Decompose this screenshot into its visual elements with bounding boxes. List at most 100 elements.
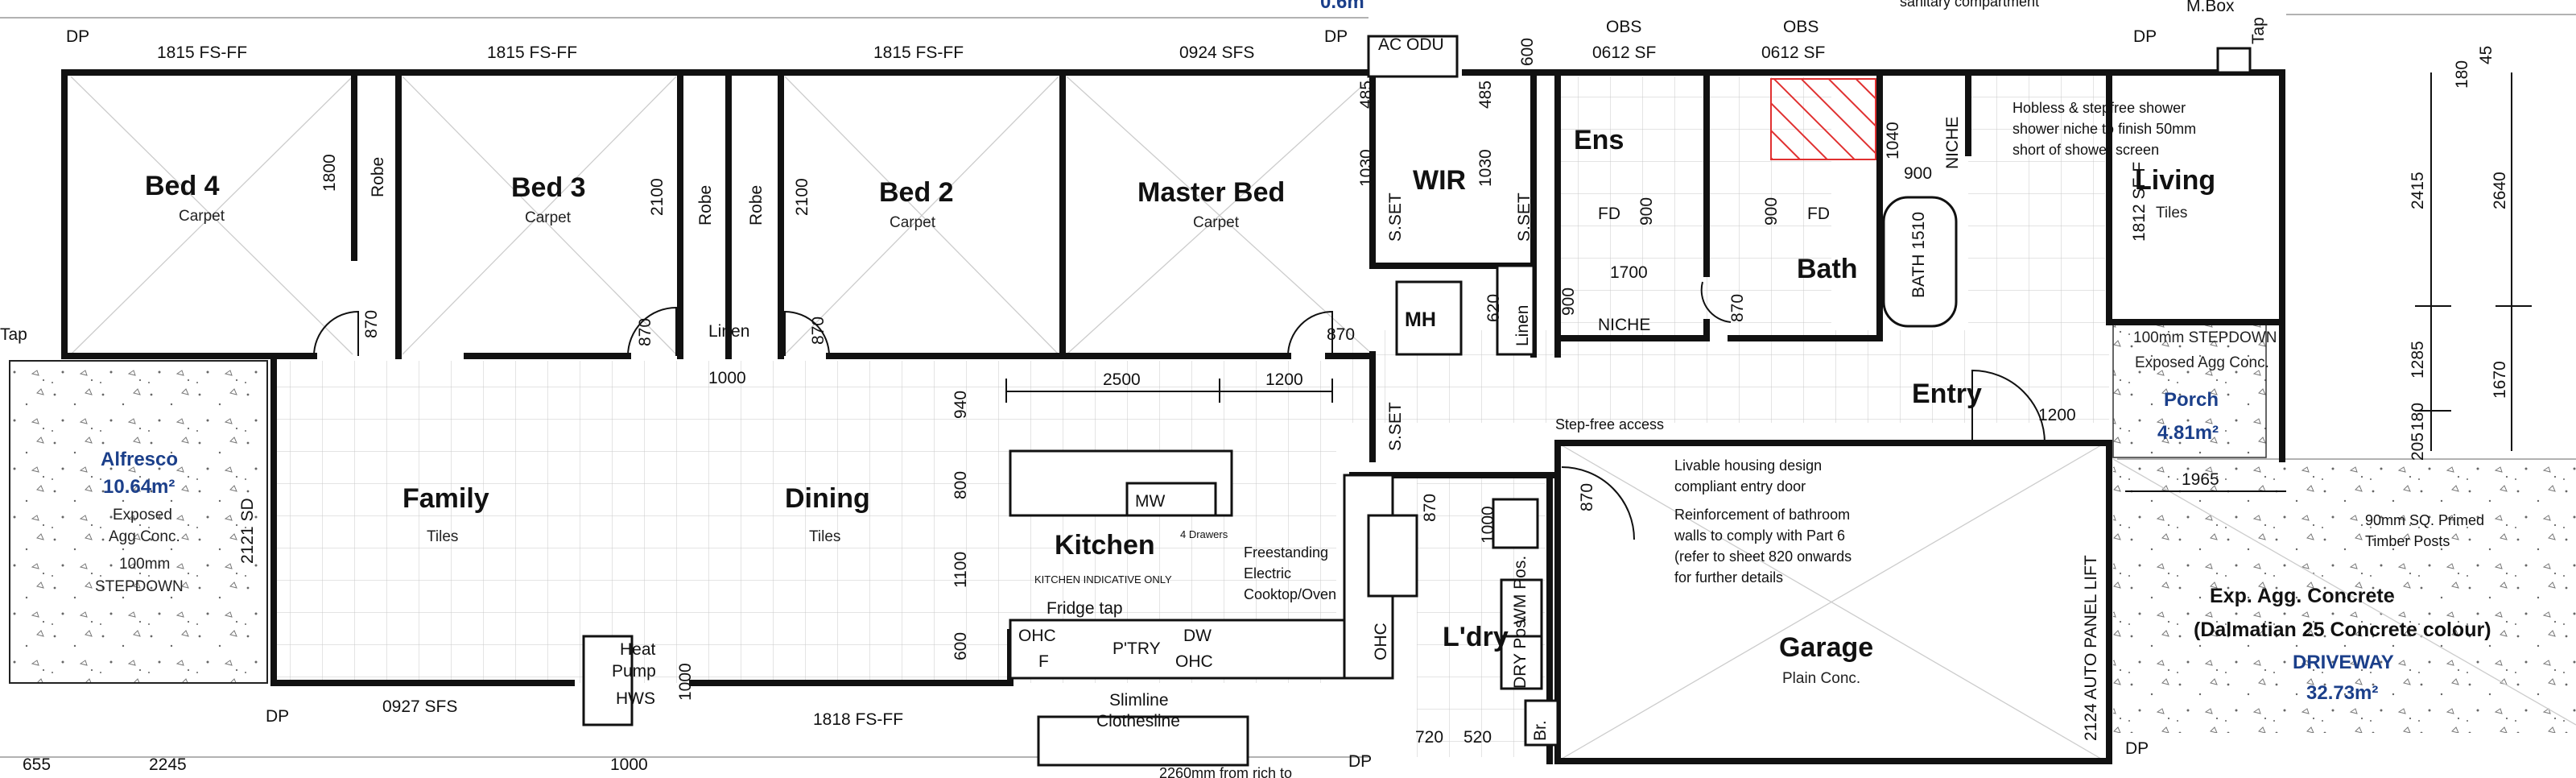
window-obs2-b: 0612 SF <box>1761 43 1825 62</box>
dim-720: 720 <box>1415 728 1443 747</box>
porch-name: Porch <box>2164 389 2219 411</box>
dim-robe1: 1800 <box>320 154 339 192</box>
alfresco-note2: Agg Conc. <box>109 528 180 545</box>
dim-robe2: 2100 <box>648 178 667 216</box>
room-kitchen-name: Kitchen <box>1055 530 1155 561</box>
shower-hatch <box>1770 78 1876 160</box>
robe-bed3: Robe <box>696 185 715 226</box>
dim-1030b: 1030 <box>1476 149 1495 187</box>
driveway-slab <box>2113 459 2576 733</box>
niche-bath: NICHE <box>1943 117 1962 169</box>
room-bed4-name: Bed 4 <box>145 171 220 201</box>
driveway-line1: Exp. Agg. Concrete <box>2210 585 2395 607</box>
cooktop-1: Freestanding <box>1244 544 1328 561</box>
room-ens-name: Ens <box>1574 125 1624 155</box>
linen-hall: Linen <box>708 322 749 341</box>
window-master: 0924 SFS <box>1179 43 1254 62</box>
note-side-bottom: 2260mm from rich to <box>1159 765 1292 778</box>
alfresco-note1: Exposed <box>113 507 172 523</box>
driveway-name: DRIVEWAY <box>2293 652 2394 673</box>
dp-marker-6: DP <box>1348 752 1372 771</box>
sset-wir: S.SET <box>1515 192 1534 242</box>
tap-right: Tap <box>2249 17 2268 44</box>
dim-900a: 900 <box>1637 197 1656 226</box>
dim-1030a: 1030 <box>1357 149 1376 187</box>
clothesline-2: Clothesline <box>1096 712 1180 730</box>
fridge-f: F <box>1038 652 1049 671</box>
manhole: MH <box>1405 308 1436 331</box>
sset-master: S.SET <box>1386 192 1405 242</box>
room-dining-finish: Tiles <box>809 528 840 545</box>
dim-right-1285: 1285 <box>2409 341 2427 379</box>
robe-bed2: Robe <box>747 185 766 226</box>
kitchen-indicative-note: KITCHEN INDICATIVE ONLY <box>1034 573 1172 586</box>
note-reinforce-3: (refer to sheet 820 onwards <box>1674 548 1852 565</box>
room-ldry-name: L'dry <box>1443 622 1509 652</box>
window-alfresco: 2121 SD <box>238 498 257 564</box>
room-living-finish: Tiles <box>2156 205 2187 221</box>
dim-485a: 485 <box>1357 81 1376 109</box>
note-livable-2: compliant entry door <box>1674 478 1806 495</box>
note-sanitary: sanitary compartment <box>1900 0 2039 10</box>
dim-right-45: 45 <box>2477 46 2496 64</box>
dim-1100: 1100 <box>952 552 970 588</box>
linen-wir: Linen <box>1513 305 1532 346</box>
room-garage-finish: Plain Conc. <box>1782 670 1860 687</box>
dp-marker-4: DP <box>266 707 289 726</box>
dim-right-1670: 1670 <box>2491 361 2509 399</box>
room-master-finish: Carpet <box>1193 214 1240 231</box>
dim-2500: 2500 <box>1103 370 1141 389</box>
dim-right-180a: 180 <box>2453 60 2471 89</box>
alfresco-note4: STEPDOWN <box>95 578 184 595</box>
dp-marker-1: DP <box>66 27 89 46</box>
dim-1000a: 1000 <box>708 369 746 387</box>
tap-left: Tap <box>0 325 27 344</box>
note-posts-2: Timber Posts <box>2365 533 2450 549</box>
note-shower-1: Hobless & stepfree shower <box>2013 100 2186 116</box>
kitchen-benches <box>582 35 2252 767</box>
window-living-side: 1812 SF-F <box>2130 162 2149 242</box>
ohc-1: OHC <box>1018 627 1056 645</box>
dim-1000b: 1000 <box>1479 506 1497 544</box>
dim-900b: 900 <box>1762 197 1781 226</box>
alfresco-slab <box>9 360 268 684</box>
dim-1200a: 1200 <box>1265 370 1303 389</box>
robe-bed4: Robe <box>369 157 387 197</box>
dim-1965: 1965 <box>2182 470 2219 489</box>
cooktop-3: Cooktop/Oven <box>1244 586 1336 602</box>
dim-bottom-2245: 2245 <box>149 755 187 774</box>
dim-right-2640: 2640 <box>2491 172 2509 209</box>
dp-marker-3: DP <box>2133 27 2157 46</box>
porch-slab <box>2112 321 2267 458</box>
dim-940: 940 <box>952 391 970 419</box>
alfresco-area: 10.64m² <box>103 476 175 498</box>
room-entry-name: Entry <box>1912 379 1982 409</box>
window-obs1-a: OBS <box>1606 18 1641 36</box>
dim-door-garage: 870 <box>1578 483 1596 511</box>
dim-lines <box>1005 72 2532 492</box>
garage-door: 2124 AUTO PANEL LIFT <box>2082 555 2100 741</box>
window-obs2-a: OBS <box>1783 18 1818 36</box>
heat-pump-2: Pump <box>612 662 656 681</box>
heat-pump-1: Heat <box>620 640 656 659</box>
dim-right-2415: 2415 <box>2409 172 2427 209</box>
note-livable-1: Livable housing design <box>1674 457 1822 474</box>
dim-right-180b: 180 <box>2409 403 2427 431</box>
floor-drain-1: FD <box>1598 205 1620 223</box>
porch-note-stepdown: 100mm STEPDOWN <box>2133 329 2277 346</box>
dim-door-bed3: 870 <box>636 318 654 346</box>
door-swings <box>313 281 2046 540</box>
alfresco-name: Alfresco <box>101 449 178 470</box>
ac-odu: AC ODU <box>1378 35 1444 54</box>
dim-door-bed4: 870 <box>362 310 381 338</box>
room-bed3-name: Bed 3 <box>511 172 586 203</box>
dim-bath-1510: BATH 1510 <box>1909 212 1928 298</box>
room-bed2-finish: Carpet <box>890 214 936 231</box>
dim-1200b: 1200 <box>2038 406 2076 424</box>
room-garage-name: Garage <box>1779 632 1873 663</box>
dim-485b: 485 <box>1476 81 1495 109</box>
dim-bottom-1000: 1000 <box>610 755 648 774</box>
dim-1700: 1700 <box>1610 263 1648 282</box>
microwave: MW <box>1135 492 1165 511</box>
